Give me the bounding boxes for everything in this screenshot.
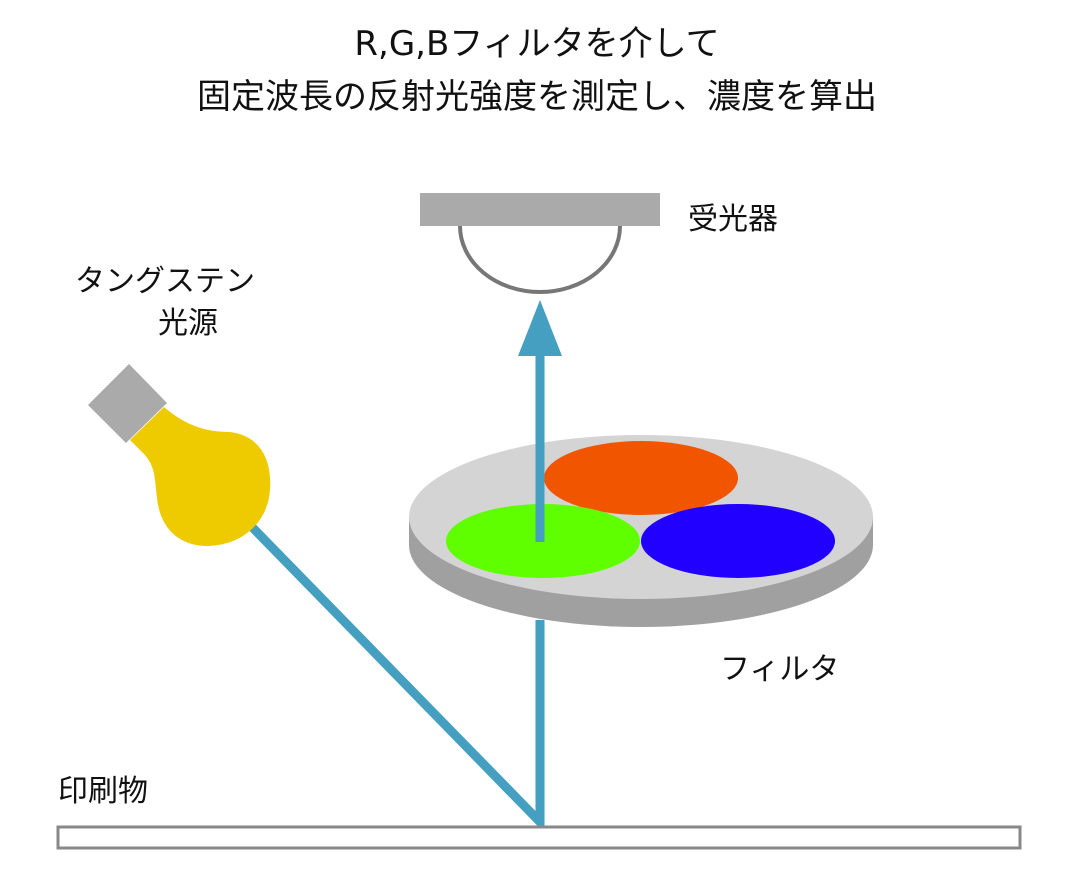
lamp-label-line-1: タングステン: [75, 264, 255, 299]
receiver-plate: [420, 193, 660, 226]
receiver: [420, 193, 660, 294]
bulb-socket: [88, 364, 167, 443]
title-line-2: 固定波長の反射光強度を測定し、濃度を算出: [197, 77, 877, 117]
arrow-head-icon: [518, 300, 562, 356]
filter-label: フィルタ: [720, 652, 839, 687]
tungsten-lamp-icon: [88, 364, 271, 546]
red-filter: [544, 441, 738, 515]
blue-filter: [641, 504, 835, 578]
filter-wheel: [409, 435, 873, 627]
printed-material: [56, 825, 1022, 850]
light-ray-incident-reflected: [248, 523, 545, 834]
title-line-1: R,G,Bフィルタを介して: [354, 24, 719, 64]
lamp-label-line-2: 光源: [158, 306, 218, 341]
receiver-lens: [458, 225, 622, 294]
receiver-label: 受光器: [688, 202, 778, 237]
print-label: 印刷物: [58, 774, 148, 809]
bulb-glass: [130, 407, 271, 546]
